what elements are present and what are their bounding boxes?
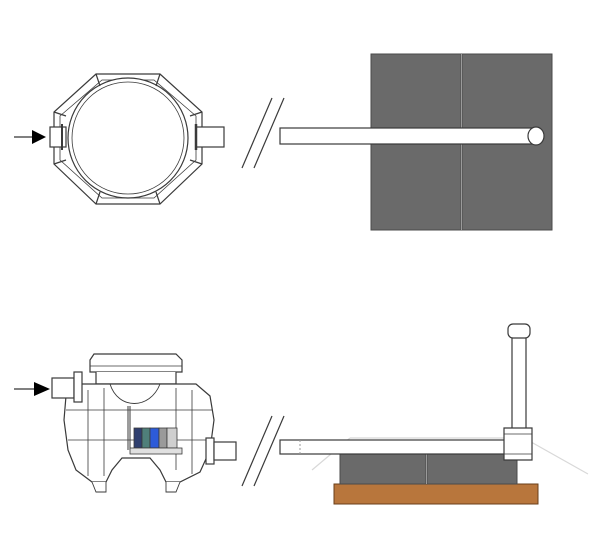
vent-riser <box>503 323 533 461</box>
inlet-stub-plan <box>49 124 67 150</box>
tank-plan <box>53 73 203 205</box>
plan-view <box>14 53 553 231</box>
break-marks-plan <box>241 97 285 169</box>
inlet-stub-section <box>51 371 83 403</box>
distribution-pipe-section <box>279 439 521 455</box>
internal-divider <box>127 406 131 450</box>
distribution-pipe-plan <box>279 126 545 146</box>
gravel-bed <box>333 483 539 505</box>
section-view <box>14 323 589 505</box>
filter-cartridge <box>129 427 183 455</box>
inlet-arrow <box>14 130 46 144</box>
break-marks-section <box>241 415 285 487</box>
outlet-stub-section <box>205 437 237 465</box>
tank-section <box>63 353 215 493</box>
outlet-stub-plan <box>194 124 225 150</box>
infiltration-blocks-section <box>339 453 518 485</box>
inlet-arrow-section <box>14 382 50 396</box>
